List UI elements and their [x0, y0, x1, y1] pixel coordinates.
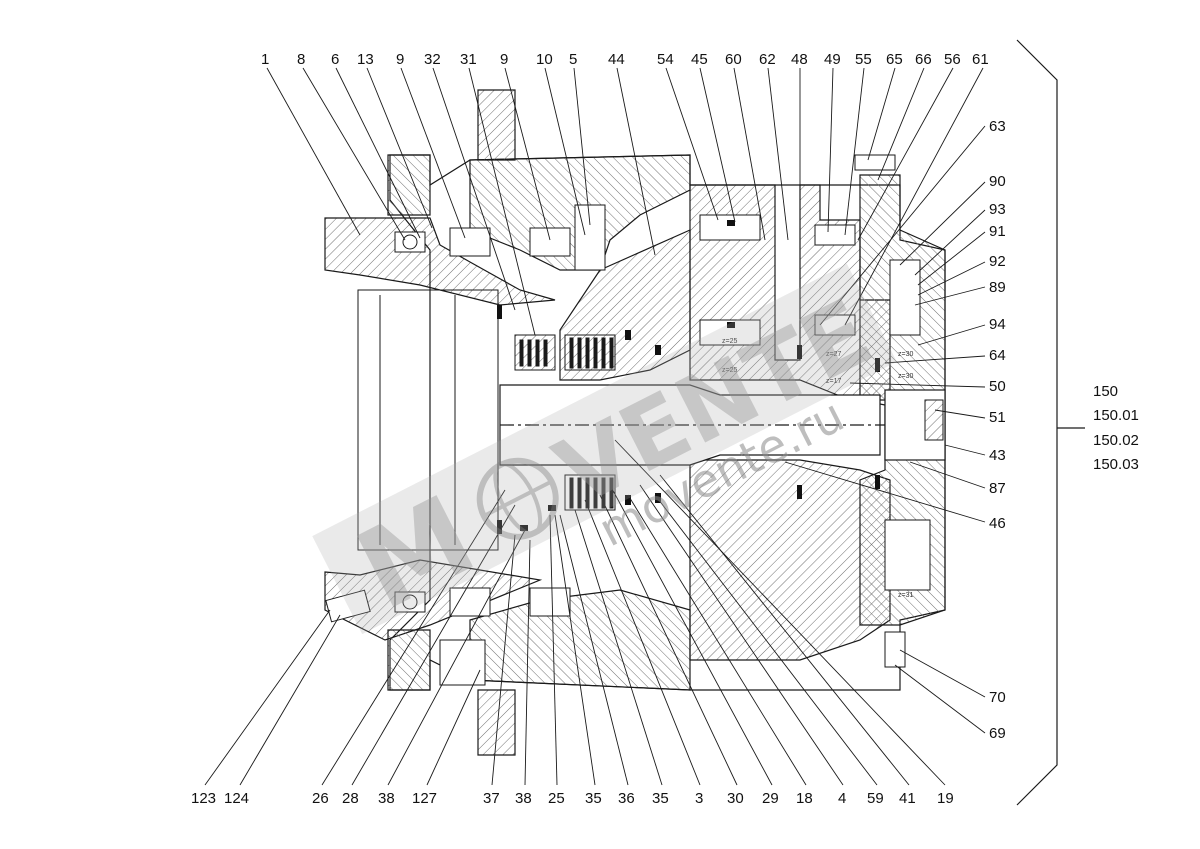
part-label: 55 — [855, 51, 872, 68]
assembly-number: 150.03 — [1093, 456, 1139, 473]
part-label: 4 — [838, 790, 846, 807]
gear-mark: z=30 — [898, 373, 913, 380]
part-label: 32 — [424, 51, 441, 68]
part-label: 127 — [412, 790, 437, 807]
fittings — [325, 154, 944, 686]
part-label: 50 — [989, 378, 1006, 395]
labels-bottom: 123 124 26 28 38 127 37 38 25 35 36 35 3… — [191, 790, 954, 807]
part-label: 8 — [297, 51, 305, 68]
gear-mark: z=25 — [722, 338, 737, 345]
part-label: 35 — [585, 790, 602, 807]
part-label: 65 — [886, 51, 903, 68]
part-label: 87 — [989, 480, 1006, 497]
part-label: 3 — [695, 790, 703, 807]
part-label: 59 — [867, 790, 884, 807]
part-label: 51 — [989, 409, 1006, 426]
labels-top: 1 8 6 13 9 32 31 9 10 5 44 54 45 60 62 4… — [261, 51, 989, 68]
gear-mark: z=17 — [826, 378, 841, 385]
gear-mark: z=30 — [898, 351, 913, 358]
left-flange — [324, 217, 556, 306]
assembly-number: 150 — [1093, 383, 1118, 400]
flange-plate-top — [387, 154, 431, 216]
part-label: 5 — [569, 51, 577, 68]
part-label: 38 — [378, 790, 395, 807]
part-label: 18 — [796, 790, 813, 807]
part-label: 30 — [727, 790, 744, 807]
part-label: 26 — [312, 790, 329, 807]
part-label: 45 — [691, 51, 708, 68]
part-label: 48 — [791, 51, 808, 68]
part-label: 6 — [331, 51, 339, 68]
part-label: 124 — [224, 790, 249, 807]
part-label: 41 — [899, 790, 916, 807]
part-label: 35 — [652, 790, 669, 807]
main-shaft — [499, 384, 881, 466]
part-label: 54 — [657, 51, 674, 68]
part-label: 46 — [989, 515, 1006, 532]
left-flange-lower — [324, 559, 543, 641]
assembly-numbers: 150 150.01 150.02 150.03 — [1093, 383, 1139, 473]
bottom-lug — [477, 689, 516, 756]
part-label: 31 — [460, 51, 477, 68]
part-label: 66 — [915, 51, 932, 68]
part-label: 94 — [989, 316, 1006, 333]
part-label: 60 — [725, 51, 742, 68]
part-label: 13 — [357, 51, 374, 68]
gear-mark: z=27 — [826, 351, 841, 358]
part-label: 10 — [536, 51, 553, 68]
part-label: 1 — [261, 51, 269, 68]
part-label: 56 — [944, 51, 961, 68]
bore-outline — [357, 289, 499, 551]
part-label: 69 — [989, 725, 1006, 742]
gear-marks: z=25 z=25 z=27 z=30 z=17 z=30 z=31 — [722, 338, 913, 599]
flange-plate-bottom — [387, 629, 431, 691]
assembly-bracket — [1016, 39, 1085, 806]
part-label: 70 — [989, 689, 1006, 706]
gear-mark: z=25 — [722, 367, 737, 374]
part-label: 64 — [989, 347, 1006, 364]
part-label: 90 — [989, 173, 1006, 190]
labels-right: 63 90 93 91 92 89 94 64 50 51 43 87 46 7… — [989, 118, 1006, 742]
part-label: 28 — [342, 790, 359, 807]
leader-lines — [204, 67, 986, 786]
part-label: 92 — [989, 253, 1006, 270]
lower-housing-hatch — [469, 589, 691, 691]
gear-mark: z=31 — [898, 592, 913, 599]
assembly-number: 150.01 — [1093, 407, 1139, 424]
part-label: 93 — [989, 201, 1006, 218]
part-label: 63 — [989, 118, 1006, 135]
assembly-number: 150.02 — [1093, 432, 1139, 449]
part-label: 36 — [618, 790, 635, 807]
part-label: 9 — [396, 51, 404, 68]
part-label: 123 — [191, 790, 216, 807]
bore — [357, 289, 499, 551]
part-label: 91 — [989, 223, 1006, 240]
part-label: 43 — [989, 447, 1006, 464]
part-label: 9 — [500, 51, 508, 68]
part-label: 62 — [759, 51, 776, 68]
part-label: 38 — [515, 790, 532, 807]
part-label: 29 — [762, 790, 779, 807]
part-label: 49 — [824, 51, 841, 68]
part-label: 44 — [608, 51, 625, 68]
part-label: 37 — [483, 790, 500, 807]
part-label: 89 — [989, 279, 1006, 296]
part-label: 61 — [972, 51, 989, 68]
part-label: 19 — [937, 790, 954, 807]
part-label: 25 — [548, 790, 565, 807]
